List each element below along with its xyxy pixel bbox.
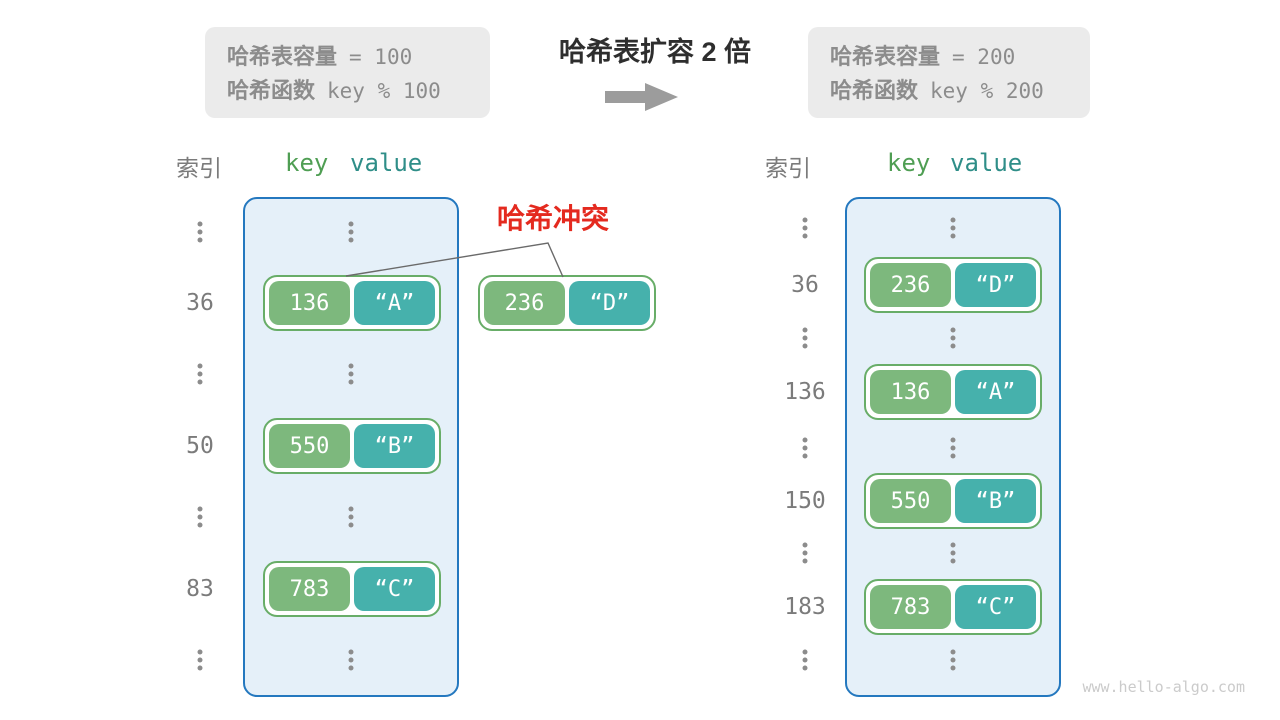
left-index-2: 83 xyxy=(186,576,214,602)
hash-function-label: 哈希函数 xyxy=(830,78,919,103)
ellipsis-icon xyxy=(802,327,808,349)
ellipsis-icon xyxy=(950,217,956,239)
ellipsis-icon xyxy=(348,221,354,243)
kv-pair-136-A: 136 “A” xyxy=(263,275,441,331)
capacity-line: 哈希表容量 = 100 xyxy=(227,40,490,74)
ellipsis-icon xyxy=(197,221,203,243)
pair-value: “C” xyxy=(354,567,435,611)
ellipsis-icon xyxy=(802,649,808,671)
right-key-header: key xyxy=(887,149,931,177)
pair-value: “C” xyxy=(955,585,1036,629)
capacity-value: = 100 xyxy=(349,45,413,69)
pair-key: 783 xyxy=(870,585,951,629)
kv-pair-550-B: 550 “B” xyxy=(263,418,441,474)
resize-title: 哈希表扩容 2 倍 xyxy=(558,37,752,67)
hash-function-line: 哈希函数 key % 100 xyxy=(227,74,490,108)
pair-key: 136 xyxy=(870,370,951,414)
left-index-0: 36 xyxy=(186,290,214,316)
ellipsis-icon xyxy=(348,363,354,385)
hash-function-line: 哈希函数 key % 200 xyxy=(830,74,1090,108)
kv-pair-550-B: 550 “B” xyxy=(864,473,1042,529)
pair-key: 783 xyxy=(269,567,350,611)
watermark: www.hello-algo.com xyxy=(1082,678,1245,696)
pair-key: 550 xyxy=(269,424,350,468)
ellipsis-icon xyxy=(802,217,808,239)
capacity-line: 哈希表容量 = 200 xyxy=(830,40,1090,74)
ellipsis-icon xyxy=(197,363,203,385)
hash-function-label: 哈希函数 xyxy=(227,78,316,103)
kv-pair-783-C: 783 “C” xyxy=(263,561,441,617)
right-index-0: 36 xyxy=(791,272,819,298)
ellipsis-icon xyxy=(802,542,808,564)
right-index-1: 136 xyxy=(784,379,826,405)
right-value-header: value xyxy=(950,149,1023,177)
pair-value: “B” xyxy=(354,424,435,468)
kv-pair-236-D-colliding: 236 “D” xyxy=(478,275,656,331)
capacity-value: = 200 xyxy=(952,45,1016,69)
hash-function-value: key % 100 xyxy=(327,79,441,103)
left-index-1: 50 xyxy=(186,433,214,459)
ellipsis-icon xyxy=(197,506,203,528)
ellipsis-icon xyxy=(348,506,354,528)
right-arrow-icon xyxy=(605,82,679,112)
ellipsis-icon xyxy=(802,437,808,459)
left-index-header: 索引 xyxy=(176,155,222,181)
right-index-2: 150 xyxy=(784,488,826,514)
left-value-header: value xyxy=(350,149,423,177)
ellipsis-icon xyxy=(950,542,956,564)
right-index-3: 183 xyxy=(784,594,826,620)
capacity-label: 哈希表容量 xyxy=(830,44,941,69)
left-key-header: key xyxy=(285,149,329,177)
ellipsis-icon xyxy=(348,649,354,671)
pair-key: 236 xyxy=(484,281,565,325)
capacity-panel-before: 哈希表容量 = 100 哈希函数 key % 100 xyxy=(205,27,490,118)
collision-label: 哈希冲突 xyxy=(496,203,610,234)
capacity-label: 哈希表容量 xyxy=(227,44,338,69)
pair-key: 136 xyxy=(269,281,350,325)
kv-pair-136-A: 136 “A” xyxy=(864,364,1042,420)
kv-pair-236-D: 236 “D” xyxy=(864,257,1042,313)
kv-pair-783-C: 783 “C” xyxy=(864,579,1042,635)
pair-value: “D” xyxy=(955,263,1036,307)
pair-value: “A” xyxy=(955,370,1036,414)
ellipsis-icon xyxy=(950,649,956,671)
hash-function-value: key % 200 xyxy=(930,79,1044,103)
pair-value: “A” xyxy=(354,281,435,325)
pair-value: “B” xyxy=(955,479,1036,523)
capacity-panel-after: 哈希表容量 = 200 哈希函数 key % 200 xyxy=(808,27,1090,118)
ellipsis-icon xyxy=(197,649,203,671)
right-index-header: 索引 xyxy=(765,155,811,181)
ellipsis-icon xyxy=(950,327,956,349)
pair-value: “D” xyxy=(569,281,650,325)
pair-key: 236 xyxy=(870,263,951,307)
pair-key: 550 xyxy=(870,479,951,523)
ellipsis-icon xyxy=(950,437,956,459)
